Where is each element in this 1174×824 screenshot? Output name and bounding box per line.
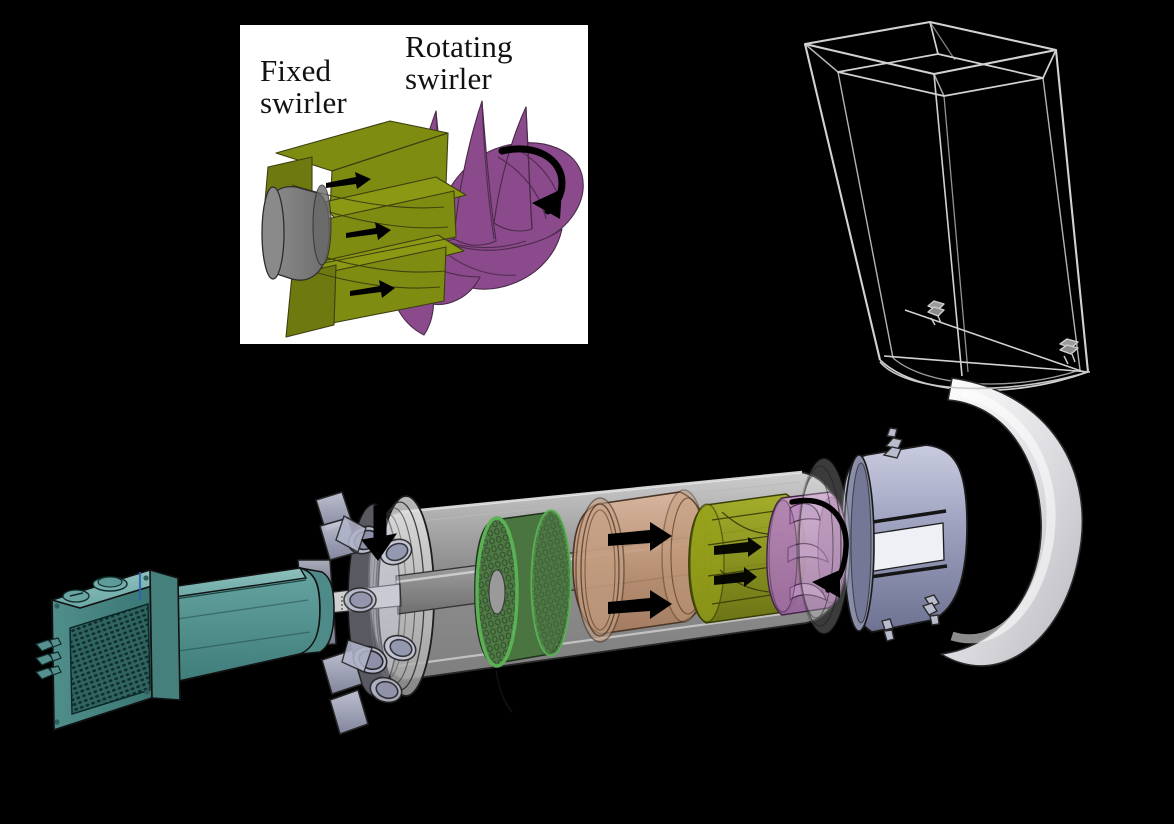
air-inlet-manifold-ports bbox=[297, 491, 417, 735]
outlet-flange-ring bbox=[797, 457, 851, 635]
exhaust-elbow-duct bbox=[879, 361, 1089, 667]
swirler-detail-inset: Fixed swirler Rotating swirler bbox=[237, 22, 591, 347]
honeycomb-flow-straightener bbox=[474, 509, 572, 713]
fixed-swirler-label: Fixed swirler bbox=[260, 53, 347, 120]
rotation-direction-arrow bbox=[498, 145, 566, 219]
annotation-arrows bbox=[361, 497, 849, 746]
swirler-hub-cylinder bbox=[261, 184, 332, 281]
outlet-housing-flange bbox=[841, 427, 968, 642]
swirler-detail-drawing bbox=[261, 100, 584, 338]
extraction-hood-wireframe bbox=[803, 20, 1091, 392]
rotating-swirler-label: Rotating swirler bbox=[405, 29, 513, 96]
flow-direction-arrows bbox=[326, 172, 395, 298]
gear-motor-drive bbox=[34, 567, 335, 732]
